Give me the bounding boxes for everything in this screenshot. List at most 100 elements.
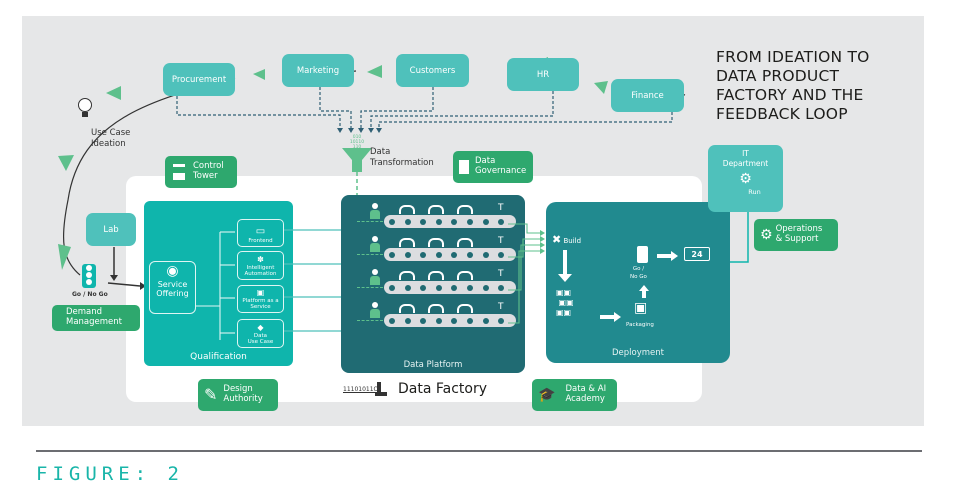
deploy-go-no-go: Go / No Go <box>630 265 647 281</box>
process-loop-icon <box>457 205 473 214</box>
belt-roller <box>498 218 505 225</box>
bits-line: 10110 <box>349 140 365 145</box>
server-icon: ▣ <box>256 287 265 297</box>
belt-roller <box>435 317 442 324</box>
belt-roller <box>420 218 427 225</box>
label-line: Ideation <box>91 138 126 149</box>
process-loop-icon <box>399 271 415 280</box>
belt-roller <box>498 317 505 324</box>
dept-hr[interactable]: HR <box>507 58 579 91</box>
label-line: Tower <box>193 171 218 181</box>
belt-roller <box>451 251 458 258</box>
label-line: Platform as a <box>242 297 279 304</box>
flow-arrow <box>594 81 608 94</box>
process-loop-icon <box>399 238 415 247</box>
dept-marketing[interactable]: Marketing <box>282 54 354 87</box>
go-no-go-label: Go / No Go <box>72 291 108 298</box>
belt-roller <box>467 218 473 225</box>
tag-label: Operations& Support <box>776 224 823 245</box>
dashed-feed-line <box>357 221 383 222</box>
process-loop-icon <box>457 238 473 247</box>
qualification-item-intelligent-automation[interactable]: ✽ Intelligent Automation <box>237 251 284 280</box>
operations-support-tag[interactable]: ⚙ Operations& Support <box>754 219 838 251</box>
belt-roller <box>451 284 458 291</box>
funnel-icon <box>342 148 372 172</box>
brush-icon: ✎ <box>204 384 218 404</box>
robot-arm-icon: Τ <box>498 203 504 213</box>
operator-icon <box>370 203 380 223</box>
belt-roller <box>482 251 489 258</box>
right-arrow-icon <box>600 315 614 319</box>
process-loop-icon <box>428 238 444 247</box>
lab-box[interactable]: Lab <box>86 213 136 246</box>
delivery-truck-icon: 24 <box>684 247 710 261</box>
process-loop-icon <box>428 271 444 280</box>
graduation-cap-icon: 🎓 <box>538 386 556 403</box>
it-department-box[interactable]: IT Department ⚙ Run <box>708 145 783 212</box>
belt-roller <box>451 218 458 225</box>
deployment-panel: ✖ Build ▣▣ ▣▣▣▣ ▣ Packaging Go / No Go 2… <box>546 202 730 363</box>
diagram-title: FROM IDEATION TO DATA PRODUCT FACTORY AN… <box>716 48 870 124</box>
flow-arrow <box>58 244 71 270</box>
operator-icon <box>370 302 380 322</box>
data-factory-label: Data Factory <box>398 381 488 397</box>
robot-arm-icon <box>375 378 389 396</box>
belt-roller <box>467 317 473 324</box>
label-line: Design <box>223 384 253 395</box>
deployment-label: Deployment <box>612 348 664 358</box>
robot-arm-icon: Τ <box>498 269 504 279</box>
robot-arm-icon: Τ <box>498 302 504 312</box>
conveyor-belt <box>384 314 516 327</box>
gear-clock-icon: ⚙ <box>760 226 773 243</box>
qualification-item-data-use-case[interactable]: ◆ Data Use Case <box>237 319 284 348</box>
label-line: Service <box>250 303 271 310</box>
label-line: IT <box>742 149 749 158</box>
belt-roller <box>482 218 489 225</box>
belt-roller <box>389 284 395 291</box>
process-loop-icon <box>457 304 473 313</box>
belt-roller <box>467 251 473 258</box>
belt-roller <box>420 284 427 291</box>
dashed-feed-line <box>357 320 383 321</box>
label-line: Governance <box>475 166 527 176</box>
dept-label: Customers <box>409 65 456 76</box>
binary-logo: 11101011O <box>343 386 379 393</box>
label-line: Service <box>157 280 188 289</box>
belt-roller <box>435 284 442 291</box>
funnel-bits: 010 10110 110 <box>348 135 366 150</box>
label-line: Data <box>253 332 268 339</box>
service-offering-box[interactable]: ◉ Service Offering <box>149 261 196 314</box>
flow-arrow <box>367 65 382 78</box>
brain-icon: ✽ <box>257 254 264 264</box>
qualification-item-frontend[interactable]: ▭ Frontend <box>237 219 284 247</box>
dept-customers[interactable]: Customers <box>396 54 469 87</box>
label-line: Use Case <box>247 338 274 345</box>
label-line: Data <box>475 156 496 167</box>
label-line: Data <box>370 147 391 157</box>
dept-finance[interactable]: Finance <box>611 79 684 112</box>
qualification-item-paas[interactable]: ▣ Platform as a Service <box>237 285 284 313</box>
data-platform-label: Data Platform <box>403 360 463 370</box>
belt-roller <box>404 218 411 225</box>
belt-roller <box>482 317 489 324</box>
dept-procurement[interactable]: Procurement <box>163 63 235 96</box>
label-line: Authority <box>223 394 263 404</box>
package-icon: ▣ <box>634 300 648 316</box>
diamond-icon: ◆ <box>257 322 264 332</box>
figure-caption: FIGURE: 2 <box>36 463 184 485</box>
packaging-label: Packaging <box>626 322 654 328</box>
right-arrow-head <box>614 312 621 322</box>
title-line: FROM IDEATION TO <box>716 48 870 66</box>
right-arrow-head <box>671 251 678 261</box>
traffic-light-icon <box>637 246 648 263</box>
